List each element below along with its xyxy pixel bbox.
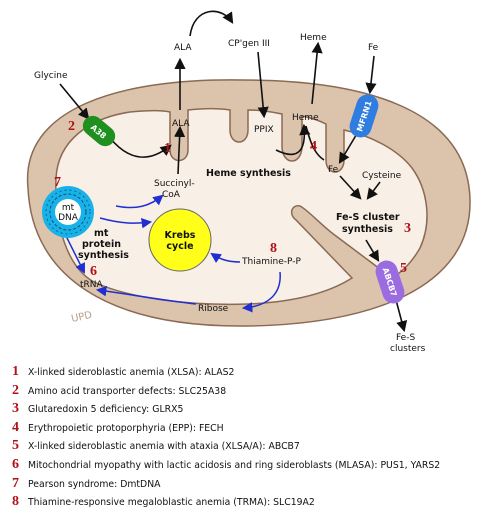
mtdna-icon bbox=[42, 186, 94, 238]
legend-number: 1 bbox=[12, 364, 19, 379]
disorder-number-5: 5 bbox=[400, 261, 407, 276]
abcb7-transporter: ABCB7 bbox=[375, 260, 405, 304]
legend-text: Erythropoietic protoporphyria (EPP): FEC… bbox=[28, 422, 224, 434]
arrow-thiamine-krebs bbox=[210, 252, 241, 264]
legend-number: 5 bbox=[12, 438, 19, 454]
arrow-mtdna-trna bbox=[63, 231, 85, 274]
mfrn1-transporter: MFRN1 bbox=[349, 94, 379, 138]
a38-transporter: A38 bbox=[82, 115, 116, 147]
legend-number: 8 bbox=[12, 494, 19, 510]
arrow-mtdna-succinyl bbox=[115, 194, 164, 209]
krebs-label-2: cycle bbox=[166, 241, 193, 252]
cpgen-label: CP'gen III bbox=[228, 39, 270, 49]
disorder-number-2: 2 bbox=[68, 119, 75, 134]
arrow-fe-mfrn1 bbox=[365, 55, 377, 95]
ppix-label: PPIX bbox=[254, 125, 274, 135]
legend-text: Thiamine-responsive megaloblastic anemia… bbox=[28, 497, 315, 509]
mitochondrion-diagram: UPD A38 MFRN1 ABCB7 Krebs cycle mt bbox=[26, 10, 471, 354]
legend-item: 5 X-linked sideroblastic anemia with ata… bbox=[12, 438, 478, 457]
arrow-succinyl-ala bbox=[174, 125, 186, 175]
heme-synthesis-label: Heme synthesis bbox=[206, 168, 291, 179]
legend-number: 3 bbox=[12, 401, 19, 417]
trna-label: tRNA bbox=[80, 280, 104, 290]
arrow-cpgen-ppix bbox=[257, 51, 269, 119]
fes-clusters-label-1: Fe-S bbox=[396, 333, 415, 343]
disorder-number-6: 6 bbox=[90, 264, 97, 279]
watermark: UPD bbox=[70, 310, 93, 325]
arrow-cysteine-fes bbox=[366, 181, 381, 200]
disorder-number-3: 3 bbox=[404, 221, 411, 236]
disorder-legend: 1 X-linked sideroblastic anemia (XLSA): … bbox=[12, 364, 478, 513]
arrow-ala-cpgen bbox=[189, 10, 234, 37]
arrow-ribose-trna bbox=[95, 285, 197, 305]
legend-number: 6 bbox=[12, 456, 19, 472]
krebs-label-1: Krebs bbox=[165, 230, 196, 241]
arrow-a38-ala bbox=[109, 137, 172, 158]
mt-protein-label-3: synthesis bbox=[78, 250, 129, 261]
fes-clusters-label-2: clusters bbox=[390, 344, 426, 354]
succinyl-label-2: CoA bbox=[162, 190, 181, 200]
mtdna-label-2: DNA bbox=[58, 213, 79, 223]
legend-item: 2 Amino acid transporter defects: SLC25A… bbox=[12, 383, 478, 402]
arrow-ppix-heme bbox=[275, 123, 311, 156]
arrow-glycine-a38 bbox=[59, 83, 90, 120]
succinyl-label-1: Succinyl- bbox=[154, 179, 195, 189]
legend-text: Mitochondrial myopathy with lactic acido… bbox=[28, 459, 441, 471]
legend-text: X-linked sideroblastic anemia with ataxi… bbox=[28, 441, 300, 453]
arrow-fe-fes bbox=[339, 175, 362, 200]
arrow-heme-out bbox=[311, 41, 323, 105]
fe-outer-label: Fe bbox=[368, 43, 379, 53]
fes-synthesis-label-1: Fe-S cluster bbox=[336, 212, 400, 223]
legend-number: 2 bbox=[12, 382, 19, 398]
thiamine-label: Thiamine-P-P bbox=[241, 257, 301, 267]
legend-text: Pearson syndrome: DmtDNA bbox=[28, 478, 161, 490]
arrow-fe-heme bbox=[305, 125, 325, 161]
disorder-number-1: 1 bbox=[164, 141, 171, 156]
arrow-abcb7-out bbox=[395, 299, 408, 333]
disorder-number-4: 4 bbox=[310, 139, 317, 154]
glycine-label: Glycine bbox=[34, 71, 68, 81]
legend-text: X-linked sideroblastic anemia (XLSA): AL… bbox=[28, 367, 235, 378]
krebs-cycle bbox=[148, 208, 212, 272]
ala-inner-label: ALA bbox=[172, 119, 190, 129]
mt-protein-label-1: mt bbox=[94, 228, 109, 239]
legend-text: Glutaredoxin 5 deficiency: GLRX5 bbox=[28, 404, 184, 416]
legend-item: 7 Pearson syndrome: DmtDNA bbox=[12, 476, 478, 495]
arrow-fes-abcb7 bbox=[365, 239, 380, 262]
mt-protein-label-2: protein bbox=[82, 239, 121, 250]
ribose-label: Ribose bbox=[198, 304, 229, 314]
heme-outer-label: Heme bbox=[300, 33, 327, 43]
arrow-thiamine-ribose bbox=[241, 271, 281, 313]
ala-outer-label: ALA bbox=[174, 43, 192, 53]
legend-item: 3 Glutaredoxin 5 deficiency: GLRX5 bbox=[12, 401, 478, 420]
fes-synthesis-label-2: synthesis bbox=[342, 224, 393, 235]
legend-item: 8 Thiamine-responsive megaloblastic anem… bbox=[12, 494, 478, 513]
mtdna-label-1: mt bbox=[62, 203, 75, 213]
fe-inner-label: Fe bbox=[328, 165, 339, 175]
cysteine-label: Cysteine bbox=[362, 171, 402, 181]
disorder-number-8: 8 bbox=[270, 241, 277, 256]
arrow-mfrn1-fe bbox=[338, 131, 359, 164]
legend-item: 6 Mitochondrial myopathy with lactic aci… bbox=[12, 457, 478, 476]
disorder-number-7: 7 bbox=[54, 175, 61, 190]
legend-text: Amino acid transporter defects: SLC25A38 bbox=[28, 385, 227, 397]
heme-inner-label: Heme bbox=[292, 113, 319, 123]
legend-item: 4 Erythropoietic protoporphyria (EPP): F… bbox=[12, 420, 478, 439]
legend-item: 1 X-linked sideroblastic anemia (XLSA): … bbox=[12, 364, 478, 383]
arrow-mtdna-krebs bbox=[99, 217, 153, 229]
legend-number: 4 bbox=[12, 419, 19, 435]
legend-number: 7 bbox=[12, 475, 19, 491]
